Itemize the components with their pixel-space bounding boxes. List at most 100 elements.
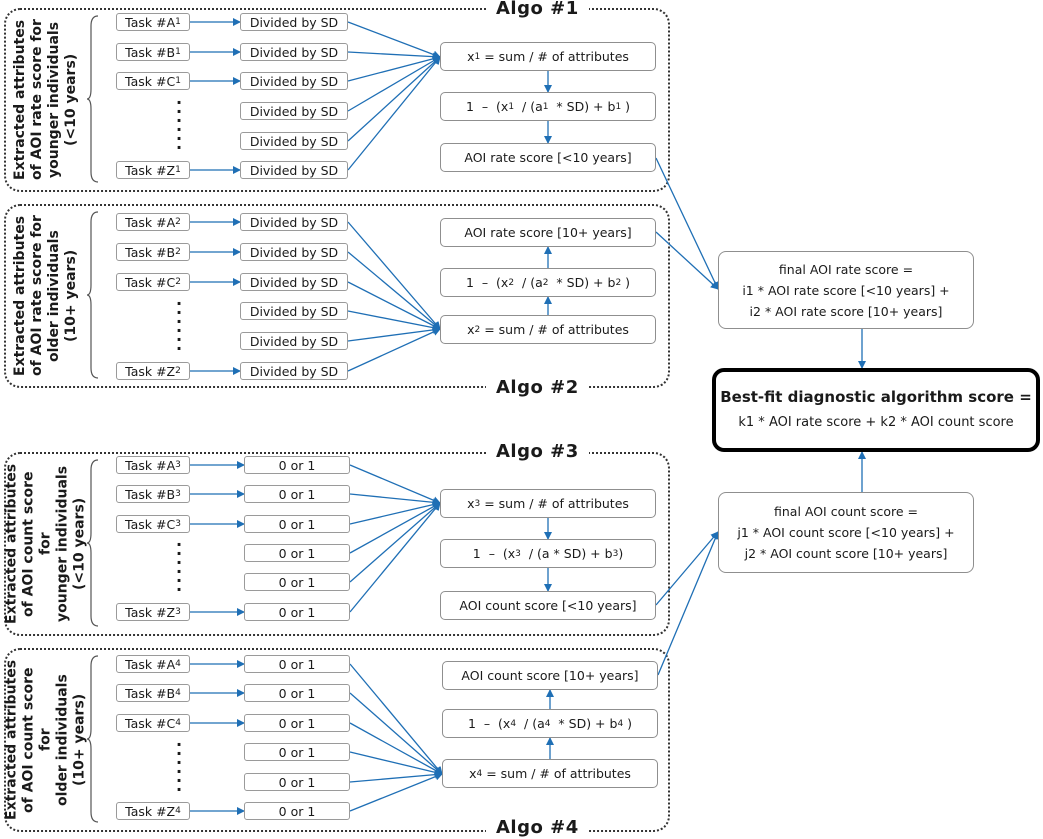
transform-2f: Divided by SD xyxy=(240,362,348,380)
transform-4e: 0 or 1 xyxy=(244,773,350,791)
final-count-score-box: final AOI count score = j1 * AOI count s… xyxy=(718,492,974,573)
best-fit-score-box: Best-fit diagnostic algorithm score = k1… xyxy=(712,368,1040,452)
best-fit-title: Best-fit diagnostic algorithm score = xyxy=(720,388,1032,406)
connector-arrow-14 xyxy=(347,221,441,330)
final-rate-score-box: final AOI rate score = i1 * AOI rate sco… xyxy=(718,251,974,329)
transform-1b: Divided by SD xyxy=(240,43,348,61)
connector-arrow-17 xyxy=(347,310,441,332)
connector-arrow-35 xyxy=(349,692,443,775)
transform-4c: 0 or 1 xyxy=(244,714,350,732)
connector-arrow-49 xyxy=(655,231,719,290)
connector-arrow-50 xyxy=(655,531,719,606)
transform-2a: Divided by SD xyxy=(240,213,348,231)
best-fit-formula: k1 * AOI rate score + k2 * AOI count sco… xyxy=(738,415,1014,430)
connector-arrow-4 xyxy=(347,21,441,59)
connector-arrow-24 xyxy=(349,464,441,504)
ellipsis-4: ······ xyxy=(175,735,183,799)
transform-4a: 0 or 1 xyxy=(244,655,350,673)
connector-arrow-19 xyxy=(347,328,441,372)
algo-1-group xyxy=(4,8,670,192)
connector-arrow-6 xyxy=(347,54,441,82)
algo-1-brace xyxy=(86,15,99,183)
transform-3b: 0 or 1 xyxy=(244,485,350,503)
transform-4b: 0 or 1 xyxy=(244,684,350,702)
connector-arrow-36 xyxy=(349,722,443,775)
transform-1d: Divided by SD xyxy=(240,102,348,120)
algo-3-title: Algo #3 xyxy=(486,441,589,463)
algo-2-title: Algo #2 xyxy=(486,377,589,399)
final-rate-line2: i1 * AOI rate score [<10 years] + xyxy=(742,282,950,298)
connector-arrow-34 xyxy=(349,663,443,775)
connector-arrow-37 xyxy=(349,751,443,777)
algo-1-title: Algo #1 xyxy=(486,0,589,20)
transform-1f: Divided by SD xyxy=(240,161,348,179)
connector-arrow-5 xyxy=(347,51,441,61)
transform-2e: Divided by SD xyxy=(240,332,348,350)
algo-2-brace xyxy=(86,211,99,379)
algo-2-group xyxy=(4,204,670,388)
connector-arrow-39 xyxy=(349,772,443,812)
final-count-line3: j2 * AOI count score [10+ years] xyxy=(744,546,948,561)
connector-arrow-51 xyxy=(657,531,719,676)
connector-arrow-26 xyxy=(349,500,441,525)
transform-2c: Divided by SD xyxy=(240,273,348,291)
result-4: AOI count score [10+ years] xyxy=(442,661,658,690)
connector-arrow-28 xyxy=(349,502,441,583)
connector-arrow-48 xyxy=(655,157,719,290)
algo-3-brace xyxy=(86,459,99,627)
connector-arrow-7 xyxy=(347,56,441,112)
connector-arrow-18 xyxy=(347,325,441,342)
transform-3a: 0 or 1 xyxy=(244,456,350,474)
algo-4-title: Algo #4 xyxy=(486,817,589,839)
connector-arrow-16 xyxy=(347,281,441,330)
connector-arrow-9 xyxy=(347,56,441,171)
ellipsis-1: ······ xyxy=(175,93,183,157)
result-3: AOI count score [<10 years] xyxy=(440,591,656,620)
result-2: AOI rate score [10+ years] xyxy=(440,218,656,247)
transform-2d: Divided by SD xyxy=(240,302,348,320)
connector-arrow-29 xyxy=(349,502,441,613)
algo-4-group xyxy=(4,648,670,832)
ellipsis-2: ······ xyxy=(175,294,183,358)
ellipsis-3: ······ xyxy=(175,535,183,599)
transform-3f: 0 or 1 xyxy=(244,603,350,621)
connector-arrow-25 xyxy=(349,493,441,507)
transform-1c: Divided by SD xyxy=(240,72,348,90)
transform-4d: 0 or 1 xyxy=(244,743,350,761)
result-1: AOI rate score [<10 years] xyxy=(440,143,656,172)
transform-1a: Divided by SD xyxy=(240,13,348,31)
transform-2b: Divided by SD xyxy=(240,243,348,261)
transform-3d: 0 or 1 xyxy=(244,544,350,562)
transform-3c: 0 or 1 xyxy=(244,515,350,533)
algo-4-brace xyxy=(86,655,99,823)
transform-1e: Divided by SD xyxy=(240,132,348,150)
algo-3-group xyxy=(4,452,670,636)
